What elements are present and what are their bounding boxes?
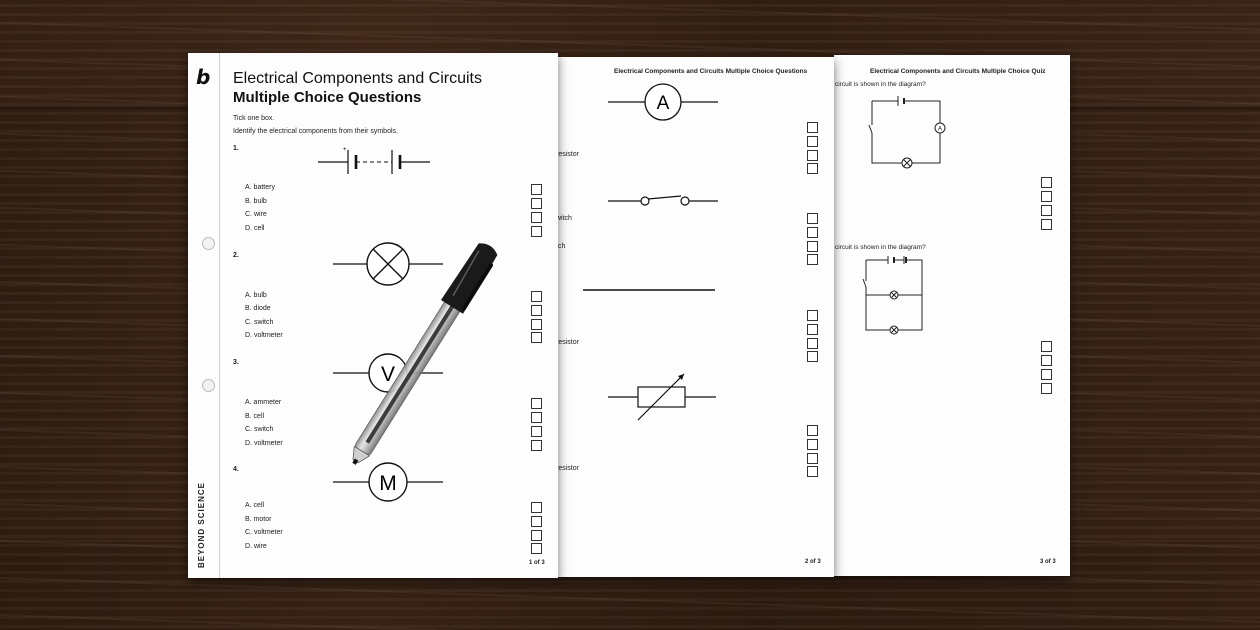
- question-number: 3.: [233, 359, 239, 366]
- answer-checkbox[interactable]: [531, 319, 542, 330]
- option-label: A. ammeter: [245, 399, 282, 406]
- punch-hole: [202, 379, 215, 392]
- voltmeter-label: V: [381, 363, 395, 386]
- brand-vertical-text: BEYOND SCIENCE: [197, 481, 206, 568]
- worksheet-page-1: b BEYOND SCIENCE Electrical Components a…: [188, 53, 558, 578]
- answer-checkbox[interactable]: [807, 338, 818, 349]
- option-fragment: witch: [556, 215, 572, 222]
- instruction-text: Tick one box.: [233, 115, 275, 122]
- answer-checkbox[interactable]: [531, 184, 542, 195]
- option-label: B. bulb: [245, 198, 267, 205]
- answer-checkbox[interactable]: [807, 122, 818, 133]
- answer-checkbox[interactable]: [807, 466, 818, 477]
- worksheet-subtitle: Multiple Choice Questions: [233, 89, 422, 106]
- answer-checkbox[interactable]: [531, 332, 542, 343]
- answer-checkbox[interactable]: [531, 543, 542, 554]
- instruction-text: Identify the electrical components from …: [233, 128, 398, 135]
- answer-checkbox[interactable]: [807, 241, 818, 252]
- option-label: A. cell: [245, 502, 265, 509]
- circuit-diagram-2: [862, 256, 923, 335]
- answer-checkbox[interactable]: [531, 305, 542, 316]
- pen-image: [352, 243, 498, 465]
- option-label: C. voltmeter: [245, 529, 283, 536]
- ammeter-label: A: [657, 93, 670, 114]
- option-fragment: resistor: [556, 151, 579, 158]
- battery-symbol: +: [318, 147, 430, 174]
- answer-checkbox[interactable]: [807, 439, 818, 450]
- option-label: B. motor: [245, 516, 272, 523]
- ammeter-label: A: [938, 127, 942, 133]
- worksheet-page-3: Electrical Components and Circuits Multi…: [834, 55, 1070, 576]
- answer-checkbox[interactable]: [807, 136, 818, 147]
- option-label: A. battery: [245, 184, 275, 191]
- page-number: 3 of 3: [1040, 559, 1056, 565]
- answer-checkbox[interactable]: [807, 324, 818, 335]
- answer-checkbox[interactable]: [531, 291, 542, 302]
- question-text: circuit is shown in the diagram?: [835, 81, 926, 88]
- answer-checkbox[interactable]: [807, 425, 818, 436]
- answer-checkbox[interactable]: [1041, 341, 1052, 352]
- answer-checkbox[interactable]: [807, 227, 818, 238]
- option-label: D. voltmeter: [245, 332, 283, 339]
- answer-checkbox[interactable]: [1041, 219, 1052, 230]
- question-number: 4.: [233, 466, 239, 473]
- answer-checkbox[interactable]: [1041, 191, 1052, 202]
- variable-resistor-symbol: [608, 373, 716, 421]
- wire-symbol: [583, 289, 715, 291]
- answer-checkbox[interactable]: [531, 516, 542, 527]
- page-number: 1 of 3: [529, 560, 545, 566]
- answer-checkbox[interactable]: [1041, 177, 1052, 188]
- answer-checkbox[interactable]: [1041, 369, 1052, 380]
- option-label: C. switch: [245, 319, 274, 326]
- motor-symbol: M: [333, 462, 443, 502]
- question-text: circuit is shown in the diagram?: [835, 244, 926, 251]
- answer-checkbox[interactable]: [531, 530, 542, 541]
- answer-checkbox[interactable]: [531, 412, 542, 423]
- answer-checkbox[interactable]: [807, 150, 818, 161]
- bulb-symbol: [333, 242, 443, 286]
- answer-checkbox[interactable]: [1041, 383, 1052, 394]
- answer-checkbox[interactable]: [531, 426, 542, 437]
- option-label: D. wire: [245, 543, 267, 550]
- ammeter-symbol: A: [608, 83, 718, 121]
- answer-checkbox[interactable]: [531, 502, 542, 513]
- option-label: B. diode: [245, 305, 271, 312]
- option-fragment: resistor: [556, 339, 579, 346]
- answer-checkbox[interactable]: [807, 254, 818, 265]
- motor-label: M: [379, 472, 397, 495]
- answer-checkbox[interactable]: [531, 440, 542, 451]
- plus-sign: +: [343, 147, 347, 153]
- option-label: C. switch: [245, 426, 274, 433]
- answer-checkbox[interactable]: [531, 398, 542, 409]
- circuit-diagram-1: A: [868, 96, 946, 169]
- answer-checkbox[interactable]: [807, 213, 818, 224]
- option-fragment: resistor: [556, 465, 579, 472]
- answer-checkbox[interactable]: [807, 453, 818, 464]
- option-label: B. cell: [245, 413, 265, 420]
- answer-checkbox[interactable]: [531, 212, 542, 223]
- punch-hole: [202, 237, 215, 250]
- option-label: D. cell: [245, 225, 265, 232]
- worksheet-page-2: Electrical Components and Circuits Multi…: [556, 57, 834, 577]
- answer-checkbox[interactable]: [531, 226, 542, 237]
- answer-checkbox[interactable]: [807, 310, 818, 321]
- question-number: 2.: [233, 252, 239, 259]
- answer-checkbox[interactable]: [807, 351, 818, 362]
- option-label: A. bulb: [245, 292, 267, 299]
- answer-checkbox[interactable]: [807, 163, 818, 174]
- option-fragment: tch: [556, 243, 566, 250]
- option-label: C. wire: [245, 211, 267, 218]
- page-number: 2 of 3: [805, 559, 821, 565]
- answer-checkbox[interactable]: [1041, 205, 1052, 216]
- option-label: D. voltmeter: [245, 440, 283, 447]
- page-header: Electrical Components and Circuits Multi…: [614, 68, 808, 75]
- page-header: Electrical Components and Circuits Multi…: [870, 68, 1046, 75]
- answer-checkbox[interactable]: [1041, 355, 1052, 366]
- question-number: 1.: [233, 145, 239, 152]
- answer-checkbox[interactable]: [531, 198, 542, 209]
- worksheet-title: Electrical Components and Circuits: [233, 70, 482, 87]
- switch-symbol: [608, 195, 718, 206]
- page-spine: [188, 53, 220, 578]
- brand-logo: b: [196, 65, 211, 89]
